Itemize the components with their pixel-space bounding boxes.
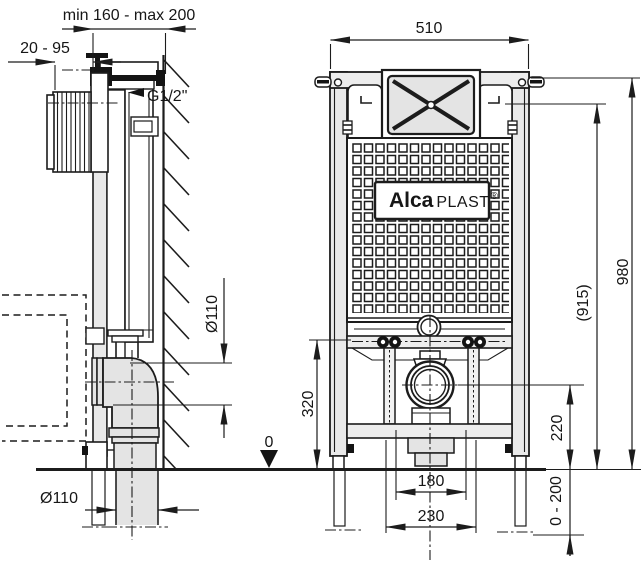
panel-square-grid bbox=[352, 143, 509, 313]
dim-frame-width-label: 510 bbox=[416, 20, 443, 37]
frame-foot-side bbox=[85, 441, 108, 470]
dim-control-height-label: (915) bbox=[575, 284, 592, 321]
dimensions-side-view: min 160 - max 200 20 - 95 G1/2" Ø110 Ø11… bbox=[8, 7, 351, 523]
dim-waste-outlet-height-label: 320 bbox=[300, 391, 317, 418]
waste-elbow bbox=[85, 350, 175, 540]
dim-supply-depth-label: min 160 - max 200 bbox=[63, 7, 196, 24]
flush-connection-port bbox=[416, 314, 442, 340]
flush-plate-window bbox=[380, 68, 482, 142]
frame-leg-below-floor-side bbox=[91, 468, 106, 526]
floor-pipe bbox=[115, 468, 159, 525]
outlet-block-upper bbox=[407, 437, 455, 454]
flush-bend-stub bbox=[85, 327, 105, 345]
cistern-side bbox=[85, 87, 159, 345]
datum-triangle-icon bbox=[260, 450, 278, 468]
screw-hole bbox=[517, 78, 527, 87]
dim-waste-pipe-diameter-label: Ø110 bbox=[204, 295, 221, 333]
side-view bbox=[2, 53, 190, 540]
screw-hole bbox=[333, 78, 343, 87]
dim-floor-pipe-diameter-label: Ø110 bbox=[40, 490, 78, 507]
elbow-coupling bbox=[113, 442, 157, 470]
dimensions-front-view: 510 980 (915) 220 0 - 200 180 230 bbox=[329, 20, 640, 556]
dim-fixing-rod-spacing-label: 180 bbox=[418, 473, 445, 490]
cistern-outlet-steps bbox=[107, 329, 144, 358]
flush-sleeve bbox=[46, 72, 120, 173]
fixing-bolts bbox=[377, 336, 486, 348]
dim-front-clearance-label: 20 - 95 bbox=[20, 40, 70, 57]
wall-section bbox=[162, 55, 190, 469]
wall-bracket-tab-left bbox=[314, 76, 343, 88]
foot-clamp bbox=[347, 444, 354, 453]
water-supply-pipe bbox=[112, 75, 160, 81]
wall-bracket-tab-right bbox=[517, 76, 545, 88]
outlet-block-lower bbox=[414, 452, 448, 467]
sleeve-ribs bbox=[56, 92, 90, 172]
dim-outlet-bracket-spacing-label: 230 bbox=[418, 508, 445, 525]
panel-mark-icon bbox=[360, 96, 372, 104]
panel-mark-icon bbox=[488, 96, 500, 104]
dim-leg-adjustment-label: 0 - 200 bbox=[548, 476, 565, 526]
wall-hatching bbox=[163, 55, 190, 469]
floor-datum-label: 0 bbox=[265, 434, 274, 451]
water-connection-label: G1/2" bbox=[147, 88, 187, 105]
connection-arrow-icon bbox=[128, 88, 144, 97]
foot-clamp bbox=[505, 444, 512, 453]
supply-pipe-wall-fitting bbox=[156, 70, 165, 86]
dim-outlet-axis-height-label: 220 bbox=[549, 415, 566, 442]
foot-clamp-side bbox=[82, 446, 88, 455]
dim-frame-height-label: 980 bbox=[615, 259, 632, 286]
dashed-clearance-outline bbox=[2, 294, 87, 442]
cistern-top-assembly bbox=[62, 53, 165, 90]
elbow-body bbox=[102, 357, 159, 429]
